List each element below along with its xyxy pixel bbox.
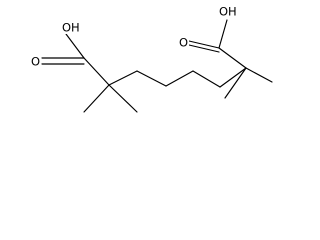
right-carbonyl-oxygen-background	[177, 36, 189, 50]
bond-left-methyl-right	[108, 84, 138, 113]
right-hydroxyl-background	[217, 5, 241, 19]
bond-left-c-oh	[65, 33, 85, 59]
right-hydroxyl-label: OH	[219, 5, 237, 19]
bond-right-methyl-left	[224, 67, 247, 99]
bond-chain-4	[192, 70, 221, 88]
bond-right-c-o-double-b	[188, 44, 220, 53]
bond-left-carboxyl-to-quaternary	[83, 57, 110, 86]
bond-chain-1	[108, 70, 138, 86]
chemical-structure-canvas: OH O OH O	[0, 0, 279, 135]
right-carbonyl-oxygen-label: O	[179, 36, 188, 50]
left-carbonyl-oxygen-background	[29, 55, 41, 69]
bond-chain-3	[165, 70, 194, 87]
bond-right-c-o-double-a	[188, 40, 220, 49]
left-carbonyl-oxygen-label: O	[31, 55, 40, 69]
bond-left-methyl-down	[83, 84, 110, 113]
left-hydroxyl-label: OH	[62, 21, 80, 35]
bond-right-methyl-right	[245, 67, 273, 83]
bond-right-c-oh	[218, 19, 228, 49]
bond-chain-5	[219, 67, 247, 88]
chemical-structure-diagram: OH O OH O	[29, 5, 273, 113]
bond-chain-2	[136, 70, 167, 87]
left-hydroxyl-background	[60, 20, 83, 34]
bond-right-quaternary-to-carboxyl	[218, 47, 247, 69]
